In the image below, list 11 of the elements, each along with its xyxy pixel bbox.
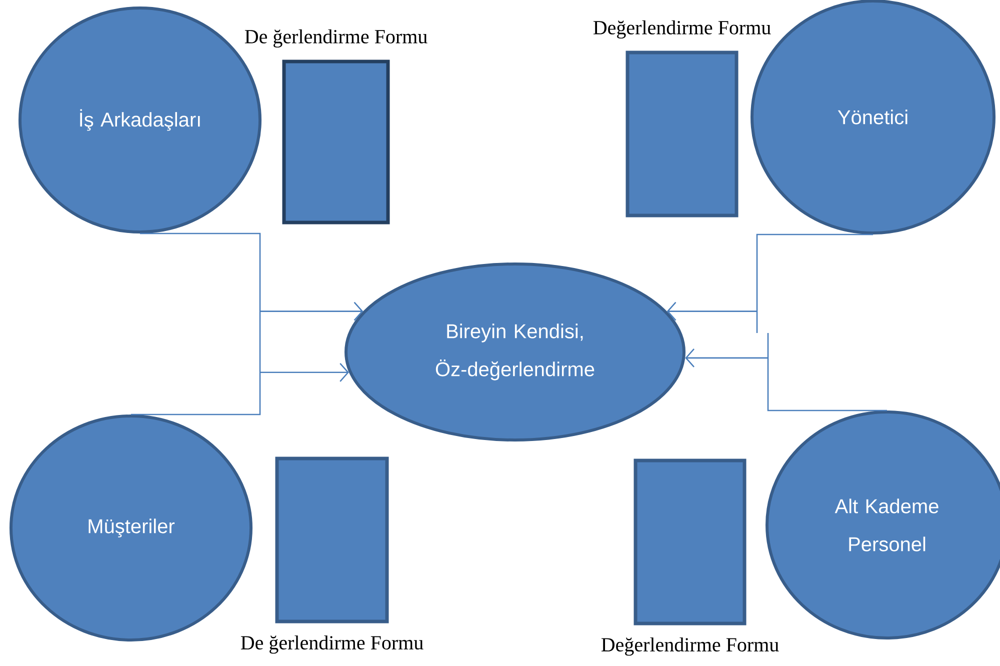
arrow bbox=[666, 234, 874, 334]
form-rectangle bbox=[634, 458, 746, 626]
form-rectangle bbox=[275, 456, 389, 624]
form-label: Değerlendirme Formu bbox=[601, 637, 779, 656]
arrow bbox=[685, 332, 888, 412]
ellipse-node: Bireyin Kendisi, Öz-değerlendirme bbox=[344, 262, 686, 442]
ellipse-node: Alt Kademe Personel bbox=[766, 410, 1000, 640]
arrow bbox=[131, 332, 349, 416]
form-rectangle bbox=[282, 60, 390, 224]
form-rectangle bbox=[626, 50, 738, 218]
arrow bbox=[140, 232, 364, 334]
